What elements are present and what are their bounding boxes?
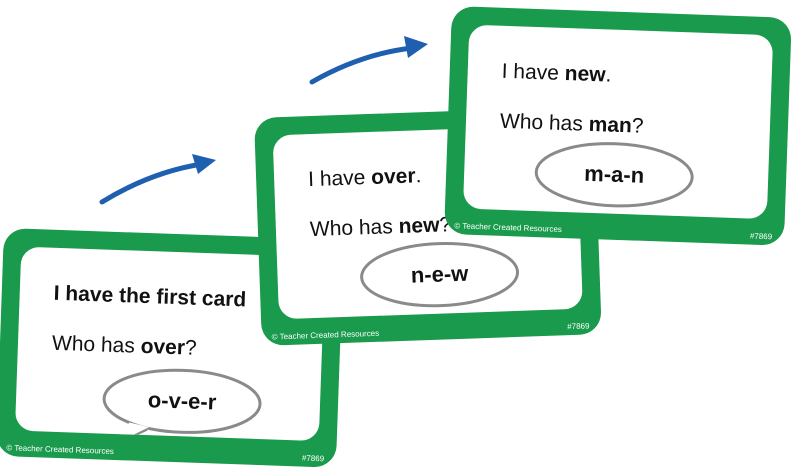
have-line: I have the first card [53,281,247,312]
who-has-line: Who has over? [51,331,198,360]
bubble-word: m-a-n [583,160,645,188]
bubble-word: n-e-w [410,260,469,288]
have-line: I have new. [501,59,612,87]
speech-bubble: m-a-n [533,139,695,211]
publisher-label: © Teacher Created Resources [6,443,115,456]
product-code: #7869 [567,321,590,332]
who-has-line: Who has new? [309,213,452,242]
card-1: I have the first card Who has over? o-v-… [0,228,344,468]
card-2: I have over. Who has new? n-e-w © Teache… [254,106,602,346]
who-has-line: Who has man? [499,109,644,138]
speech-bubble: o-v-e-r [101,366,263,442]
card-3: I have new. Who has man? m-a-n © Teacher… [444,6,792,246]
publisher-label: © Teacher Created Resources [454,221,563,234]
speech-bubble: n-e-w [358,239,520,311]
publisher-label: © Teacher Created Resources [271,328,380,342]
card-face: I have over. Who has new? n-e-w [272,124,583,320]
card-face: I have new. Who has man? m-a-n [462,24,774,220]
arrow-right-icon [309,36,428,85]
arrow-right-icon [99,154,216,205]
product-code: #7869 [749,231,773,242]
have-line: I have over. [307,164,422,192]
product-code: #7869 [301,453,325,464]
bubble-word: o-v-e-r [147,387,217,415]
